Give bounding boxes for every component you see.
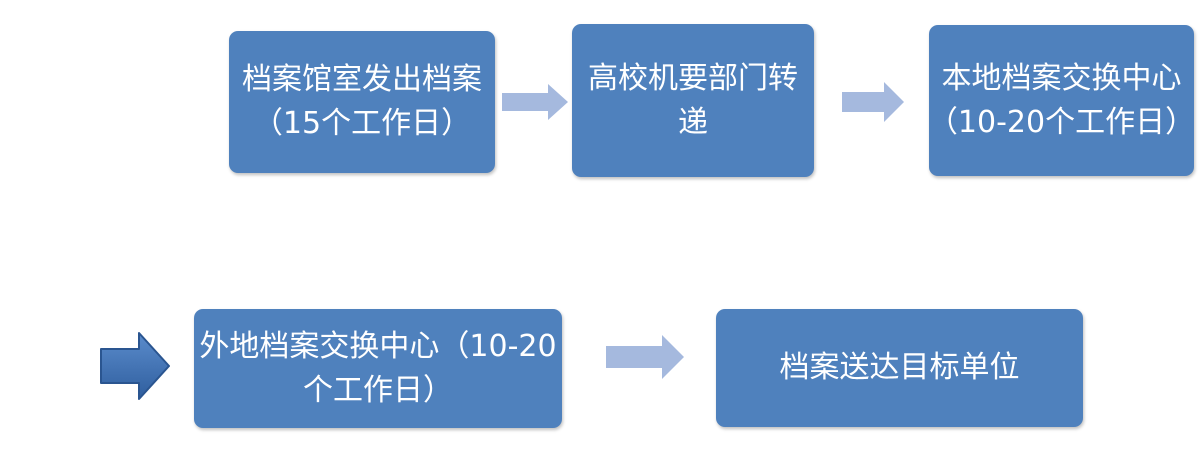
node-remote-exchange-line-1: 外地档案交换中心（10-20 bbox=[199, 328, 557, 364]
node-university-forward-line-2: 递 bbox=[678, 104, 708, 140]
node-remote-exchange-line-2: 个工作日） bbox=[303, 372, 453, 408]
flow-arrow-2 bbox=[842, 82, 904, 122]
flow-arrow-3 bbox=[606, 335, 684, 379]
node-university-forward: 高校机要部门转 递 bbox=[572, 24, 814, 177]
node-local-exchange-line-1: 本地档案交换中心 bbox=[941, 60, 1182, 96]
flow-arrow-1 bbox=[502, 84, 568, 120]
node-local-exchange: 本地档案交换中心 （10-20个工作日） bbox=[927, 25, 1196, 176]
node-archive-send-line-2: （15个工作日） bbox=[252, 106, 472, 141]
continuation-arrow bbox=[99, 331, 171, 401]
node-deliver-target-line-1: 档案送达目标单位 bbox=[779, 350, 1020, 385]
node-deliver-target: 档案送达目标单位 bbox=[716, 309, 1083, 427]
node-local-exchange-line-2: （10-20个工作日） bbox=[927, 104, 1196, 140]
node-archive-send-line-1: 档案馆室发出档案 bbox=[242, 62, 482, 97]
node-archive-send: 档案馆室发出档案 （15个工作日） bbox=[229, 31, 495, 173]
node-university-forward-line-1: 高校机要部门转 bbox=[588, 60, 798, 96]
node-remote-exchange: 外地档案交换中心（10-20 个工作日） bbox=[194, 309, 562, 428]
